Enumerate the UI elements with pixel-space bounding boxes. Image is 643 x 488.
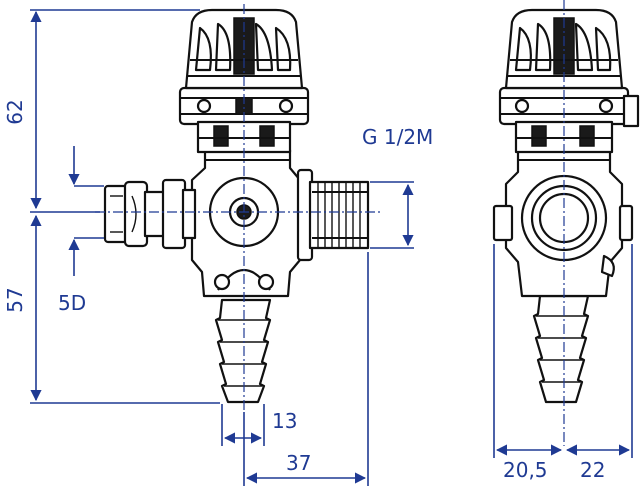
valve-body <box>190 148 302 298</box>
dim-side-width-left: 20,5 <box>503 458 548 482</box>
side-view <box>492 0 640 446</box>
hose-barb <box>214 298 272 404</box>
front-view <box>95 4 380 410</box>
dim-height-lower: 57 <box>3 287 27 312</box>
dim-thread: G 1/2M <box>362 125 433 149</box>
threaded-outlet <box>296 168 370 262</box>
dim-hose-width: 13 <box>272 409 297 433</box>
front-centerlines <box>95 4 380 410</box>
side-hose-barb <box>532 294 590 404</box>
side-body <box>492 148 634 298</box>
dimension-lines <box>30 9 633 486</box>
dim-height-upper: 62 <box>3 99 27 124</box>
dim-hose-size: 5D <box>58 291 86 315</box>
dim-side-width-right: 22 <box>580 458 605 482</box>
dim-side-offset: 37 <box>286 451 311 475</box>
left-connector <box>103 178 197 250</box>
side-collar <box>498 86 640 154</box>
